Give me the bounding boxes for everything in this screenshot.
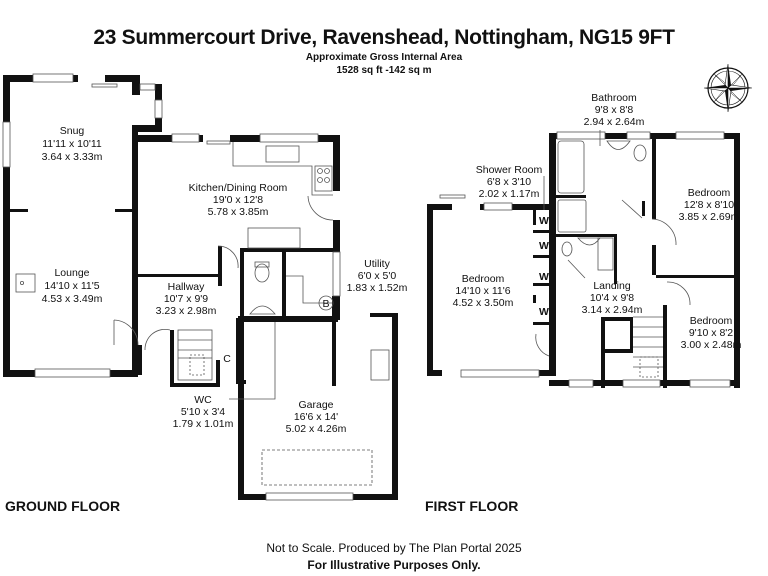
svg-text:6'8 x 3'10: 6'8 x 3'10 [487,176,531,188]
first-floor-label: FIRST FLOOR [425,498,519,514]
svg-text:1.83 x 1.52m: 1.83 x 1.52m [347,282,408,294]
svg-text:Bedroom: Bedroom [688,187,731,199]
svg-text:3.85 x 2.69m: 3.85 x 2.69m [679,211,740,223]
property-address-title: 23 Summercourt Drive, Ravenshead, Nottin… [93,26,675,49]
svg-text:Kitchen/Dining Room: Kitchen/Dining Room [189,182,288,194]
first-floor-windows [460,131,731,388]
room-name: Snug [60,125,85,137]
svg-text:2.94 x 2.64m: 2.94 x 2.64m [584,116,645,128]
ground-floor-fixtures [15,83,390,486]
wardrobe-marker: W [539,240,549,252]
svg-text:Garage: Garage [298,399,333,411]
svg-text:5.02 x 4.26m: 5.02 x 4.26m [286,423,347,435]
svg-text:9'8 x 8'8: 9'8 x 8'8 [595,104,634,116]
ground-floor-plan [3,75,398,500]
wardrobe-marker: W [539,271,549,283]
room-imperial: 11'11 x 10'11 [42,138,102,150]
svg-text:Utility: Utility [364,258,390,270]
svg-text:1.79 x 1.01m: 1.79 x 1.01m [173,418,234,430]
svg-text:WC: WC [194,394,212,406]
room-label-hallway: Hallway 10'7 x 9'9 3.23 x 2.98m [156,281,217,317]
svg-text:5.78 x 3.85m: 5.78 x 3.85m [208,206,269,218]
svg-text:Landing: Landing [593,280,631,292]
svg-text:Lounge: Lounge [54,267,89,279]
svg-text:5'10 x 3'4: 5'10 x 3'4 [181,406,225,418]
svg-text:14'10 x 11'6: 14'10 x 11'6 [455,285,510,297]
first-floor-plan [427,133,740,388]
svg-text:16'6 x 14': 16'6 x 14' [294,411,338,423]
boiler-marker: B [322,298,329,310]
ground-floor-label: GROUND FLOOR [5,498,121,514]
svg-text:4.52 x 3.50m: 4.52 x 3.50m [453,297,514,309]
svg-text:3.23 x 2.98m: 3.23 x 2.98m [156,305,217,317]
room-label-lounge: Lounge 14'10 x 11'5 4.53 x 3.49m [42,267,103,305]
room-metric: 3.64 x 3.33m [42,151,103,163]
room-label-snug: Snug 11'11 x 10'11 3.64 x 3.33m [42,125,103,163]
svg-text:14'10 x 11'5: 14'10 x 11'5 [44,280,99,292]
room-label-kitchen-dining: Kitchen/Dining Room 19'0 x 12'8 5.78 x 3… [189,182,288,218]
room-label-utility: Utility 6'0 x 5'0 1.83 x 1.52m [347,258,408,294]
room-label-landing: Landing 10'4 x 9'8 3.14 x 2.94m [582,280,643,316]
svg-text:Bedroom: Bedroom [690,315,733,327]
ground-floor-windows [2,73,354,501]
svg-text:4.53 x 3.49m: 4.53 x 3.49m [42,293,103,305]
svg-text:Hallway: Hallway [168,281,206,293]
svg-text:2.02 x 1.17m: 2.02 x 1.17m [479,188,540,200]
wardrobe-markers: W W W W [539,215,549,318]
svg-text:Bedroom: Bedroom [462,273,505,285]
svg-text:12'8 x 8'10: 12'8 x 8'10 [684,199,734,211]
svg-text:10'7 x 9'9: 10'7 x 9'9 [164,293,208,305]
svg-text:3.00 x 2.48m: 3.00 x 2.48m [681,339,742,351]
scale-note: Not to Scale. Produced by The Plan Porta… [266,541,522,555]
area-label: Approximate Gross Internal Area [305,52,463,63]
wardrobe-marker: W [539,215,549,227]
first-floor-fixtures [439,130,691,378]
room-label-bedroom-main: Bedroom 14'10 x 11'6 4.52 x 3.50m [453,273,514,309]
svg-text:6'0 x 5'0: 6'0 x 5'0 [358,270,397,282]
room-label-bathroom: Bathroom 9'8 x 8'8 2.94 x 2.64m [584,92,645,128]
area-value: 1528 sq ft -142 sq m [336,65,432,76]
room-label-wc: WC 5'10 x 3'4 1.79 x 1.01m [173,394,234,430]
room-label-shower-room: Shower Room 6'8 x 3'10 2.02 x 1.17m [476,164,543,200]
svg-text:10'4 x 9'8: 10'4 x 9'8 [590,292,634,304]
svg-text:3.14 x 2.94m: 3.14 x 2.94m [582,304,643,316]
disclaimer: For Illustrative Purposes Only. [307,558,481,572]
room-label-garage: Garage 16'6 x 14' 5.02 x 4.26m [286,399,347,435]
compass-rose-icon [703,63,753,113]
wardrobe-marker: W [539,306,549,318]
svg-text:Bathroom: Bathroom [591,92,637,104]
svg-text:Shower Room: Shower Room [476,164,543,176]
svg-text:9'10 x 8'2: 9'10 x 8'2 [689,327,733,339]
room-label-bedroom-small: Bedroom 9'10 x 8'2 3.00 x 2.48m [681,315,742,351]
svg-text:19'0 x 12'8: 19'0 x 12'8 [213,194,263,206]
room-label-bedroom-rear: Bedroom 12'8 x 8'10 3.85 x 2.69m [679,187,740,223]
cupboard-marker: C [223,353,231,365]
